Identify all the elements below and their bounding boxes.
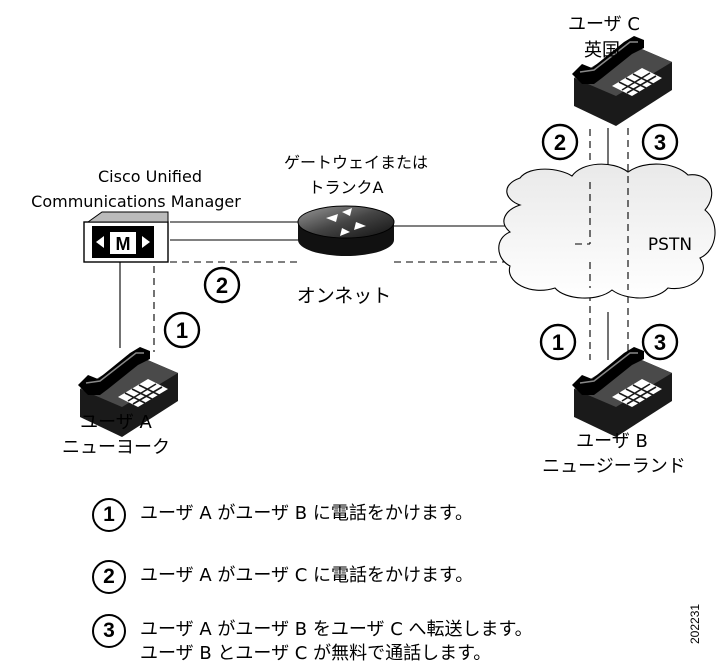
svg-text:トランクA: トランクA [309,178,384,197]
svg-text:Communications Manager: Communications Manager [31,192,241,211]
cloud-internal-paths [575,176,629,290]
legend-item-2: 2 ユーザ A がユーザ C に電話をかけます。 [92,560,473,594]
legend-badge: 2 [92,560,126,594]
badge-user-b-1: 1 [539,323,577,361]
badge-user-a-1: 1 [163,311,201,349]
svg-text:2: 2 [554,130,566,155]
svg-text:1: 1 [552,330,564,355]
pstn-label: PSTN [648,235,692,255]
legend-text: ユーザ A がユーザ B に電話をかけます。 [140,503,474,524]
svg-text:ユーザ B: ユーザ B [576,431,648,452]
svg-text:ユーザ C: ユーザ C [568,14,640,35]
user-a-label: ユーザ A ニューヨーク [62,412,170,458]
legend-item-1: 1 ユーザ A がユーザ B に電話をかけます。 [92,498,473,532]
svg-text:3: 3 [654,330,666,355]
badge-user-c-2: 2 [541,123,579,161]
cucm-label: Cisco Unified Communications Manager [31,167,241,211]
gateway-label: ゲートウェイまたは トランクA [284,153,428,197]
onnet-label: オンネット [297,285,392,307]
user-b-phone-icon [571,346,673,438]
svg-text:2: 2 [216,273,228,298]
legend-text-line: ユーザ B とユーザ C が無料で通話します。 [140,643,492,664]
badge-onnet-2: 2 [203,266,241,304]
legend-item-3: 3 ユーザ A がユーザ B をユーザ C へ転送します。 ユーザ B とユーザ… [92,614,533,666]
svg-text:3: 3 [654,130,666,155]
legend-text-line: ユーザ A がユーザ B をユーザ C へ転送します。 [140,619,533,640]
svg-text:Cisco Unified: Cisco Unified [98,167,202,186]
legend-badge: 1 [92,498,126,532]
svg-text:ニューヨーク: ニューヨーク [62,437,170,458]
svg-text:ニュージーランド: ニュージーランド [542,456,686,477]
svg-text:ユーザ A: ユーザ A [80,412,152,433]
legend-badge: 3 [92,614,126,648]
user-b-label: ユーザ B ニュージーランド [542,431,686,477]
svg-text:1: 1 [176,318,188,343]
cucm-server-icon: M [83,211,169,263]
svg-text:ゲートウェイまたは: ゲートウェイまたは [284,153,428,172]
badge-user-b-3: 3 [641,323,679,361]
user-c-label: ユーザ C 英国 [568,14,640,61]
pstn-cloud [498,163,716,299]
document-id: 202231 [688,603,702,644]
svg-text:英国: 英国 [584,40,620,61]
badge-user-c-3: 3 [641,123,679,161]
router-icon [297,205,395,256]
cucm-icon-letter: M [116,234,131,254]
legend-text: ユーザ A がユーザ C に電話をかけます。 [140,565,474,586]
solid-connection-lines [119,128,609,360]
legend-text: ユーザ A がユーザ B をユーザ C へ転送します。 ユーザ B とユーザ C… [140,614,533,666]
